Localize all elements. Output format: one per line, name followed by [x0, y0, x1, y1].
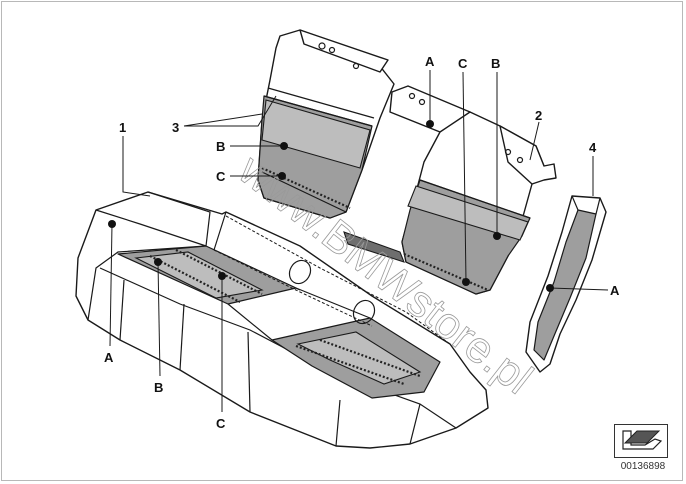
part-4-side-bolster	[525, 195, 607, 373]
label-back3-c: C	[216, 169, 226, 184]
reference-box	[614, 424, 668, 458]
label-part-2: 2	[535, 108, 542, 123]
label-back2-c: C	[458, 56, 468, 71]
marker-dot-seat-c	[218, 272, 226, 280]
marker-dots	[108, 120, 554, 292]
label-part-3: 3	[172, 120, 179, 135]
marker-dot-seat-a	[108, 220, 116, 228]
marker-dot-back2-c	[462, 278, 470, 286]
part-3-left-backrest	[257, 29, 395, 219]
leaders	[109, 70, 609, 412]
arrow-pointer-icon	[622, 430, 663, 450]
label-side4-a: A	[610, 283, 620, 298]
label-back2-a: A	[425, 54, 435, 69]
label-part-4: 4	[589, 140, 597, 155]
part-2-right-backrest	[343, 85, 557, 295]
label-back3-b: B	[216, 139, 225, 154]
label-seat-c: C	[216, 416, 226, 431]
marker-dot-back2-b	[493, 232, 501, 240]
part-1-seat-cushion	[75, 191, 489, 449]
label-seat-b: B	[154, 380, 163, 395]
label-part-1: 1	[119, 120, 126, 135]
marker-dot-back2-a	[426, 120, 434, 128]
callout-labels: 1 2 3 4 A B C B C A C B A	[104, 54, 620, 431]
marker-dot-seat-b	[154, 258, 162, 266]
label-seat-a: A	[104, 350, 114, 365]
reference-number: 00136898	[620, 461, 666, 472]
label-back2-b: B	[491, 56, 500, 71]
marker-dot-side4-a	[546, 284, 554, 292]
marker-dot-back3-c	[278, 172, 286, 180]
marker-dot-back3-b	[280, 142, 288, 150]
